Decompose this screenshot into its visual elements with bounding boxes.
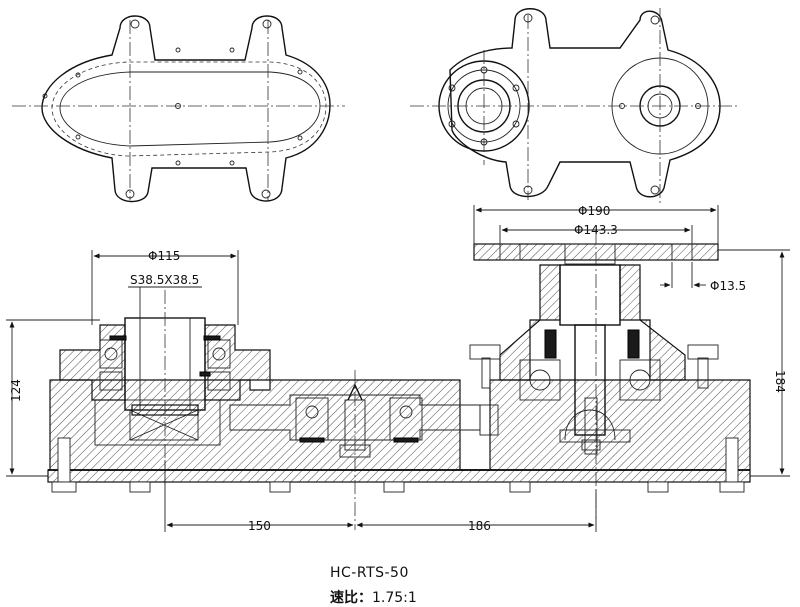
dim-flange-outer: Φ190 — [578, 204, 610, 218]
dim-right-distance: 186 — [468, 519, 491, 533]
dim-spline: S38.5X38.5 — [130, 273, 199, 287]
ratio-row: 速比：1.75:1 — [330, 587, 470, 607]
top-view-left-housing — [12, 15, 345, 203]
dim-bolt-hole: Φ13.5 — [710, 279, 746, 293]
model-number: HC-RTS-50 — [330, 565, 409, 581]
dim-flange-bolt-circle: Φ143.3 — [574, 223, 618, 237]
dim-right-height: 184 — [773, 370, 787, 393]
top-view-right-housing — [410, 8, 740, 205]
dim-left-height: 124 — [9, 379, 23, 402]
dim-input-diameter: Φ115 — [148, 249, 180, 263]
ratio-value: 1.75:1 — [372, 590, 417, 606]
dimension-lines — [6, 205, 790, 532]
dimension-labels: Φ190 Φ143.3 Φ13.5 Φ115 S38.5X38.5 124 18… — [9, 204, 787, 533]
dim-left-distance: 150 — [248, 519, 271, 533]
ratio-label: 速比： — [330, 590, 372, 606]
